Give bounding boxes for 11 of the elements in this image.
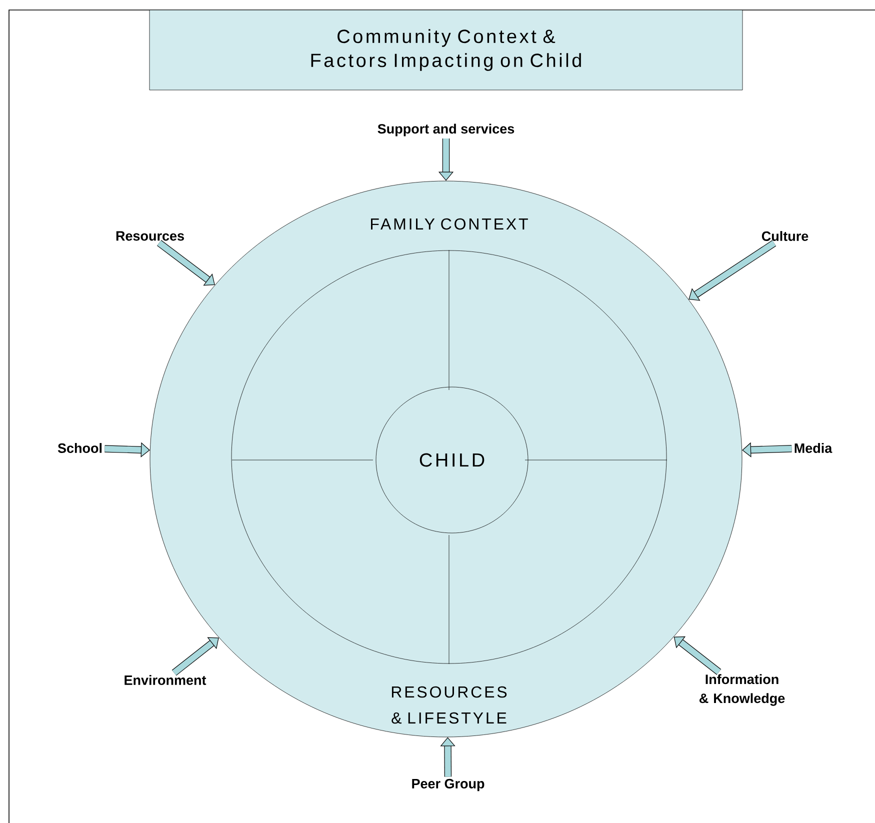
factor-label: Peer Group [412, 778, 484, 792]
block-arrow [104, 442, 150, 458]
block-arrow [674, 636, 722, 675]
block-arrow [157, 240, 215, 286]
factor-label: Culture [762, 231, 808, 241]
block-arrow [172, 637, 219, 676]
block-arrow [688, 240, 776, 301]
factor-label: Media [794, 443, 832, 453]
factor-label: School [58, 443, 102, 453]
factor-label: Support and services [378, 124, 514, 136]
title-box: Community Context & Factors Impacting on Child [149, 10, 743, 90]
